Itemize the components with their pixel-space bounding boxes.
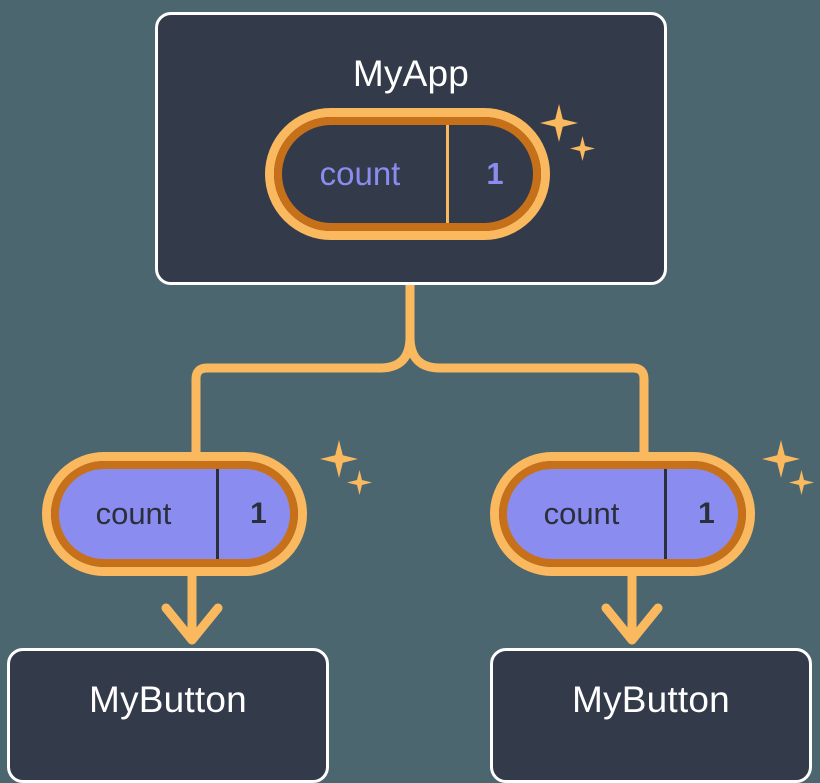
sparkle-icon bbox=[347, 470, 372, 495]
state-key-label: count bbox=[499, 461, 667, 567]
sparkle-icon bbox=[789, 470, 814, 495]
state-pill-body: count 1 bbox=[42, 452, 307, 576]
state-pill-mybutton-left[interactable]: count 1 bbox=[42, 452, 307, 576]
state-key-label: count bbox=[51, 461, 219, 567]
state-value-label: 1 bbox=[250, 497, 267, 530]
state-key-label: count bbox=[274, 117, 449, 231]
component-card-mybutton-left[interactable]: MyButton bbox=[7, 648, 329, 783]
wire-root-to-left bbox=[191, 280, 415, 458]
component-card-mybutton-right[interactable]: MyButton bbox=[490, 648, 812, 783]
component-label-mybutton-left: MyButton bbox=[89, 679, 247, 720]
sparkle-icon bbox=[320, 440, 358, 478]
component-label-mybutton-right: MyButton bbox=[572, 679, 730, 720]
state-value-label: 1 bbox=[698, 497, 715, 530]
wire-root-to-right bbox=[405, 280, 649, 458]
state-pill-mybutton-right[interactable]: count 1 bbox=[490, 452, 755, 576]
arrow-head-right bbox=[601, 603, 663, 645]
state-value-label: 1 bbox=[486, 156, 504, 191]
state-pill-body: count 1 bbox=[265, 108, 550, 240]
state-pill-body: count 1 bbox=[490, 452, 755, 576]
component-label-myapp: MyApp bbox=[352, 53, 470, 94]
state-pill-myapp[interactable]: count 1 bbox=[265, 108, 550, 240]
sparkle-icon bbox=[762, 440, 800, 478]
arrow-head-left bbox=[161, 603, 223, 645]
